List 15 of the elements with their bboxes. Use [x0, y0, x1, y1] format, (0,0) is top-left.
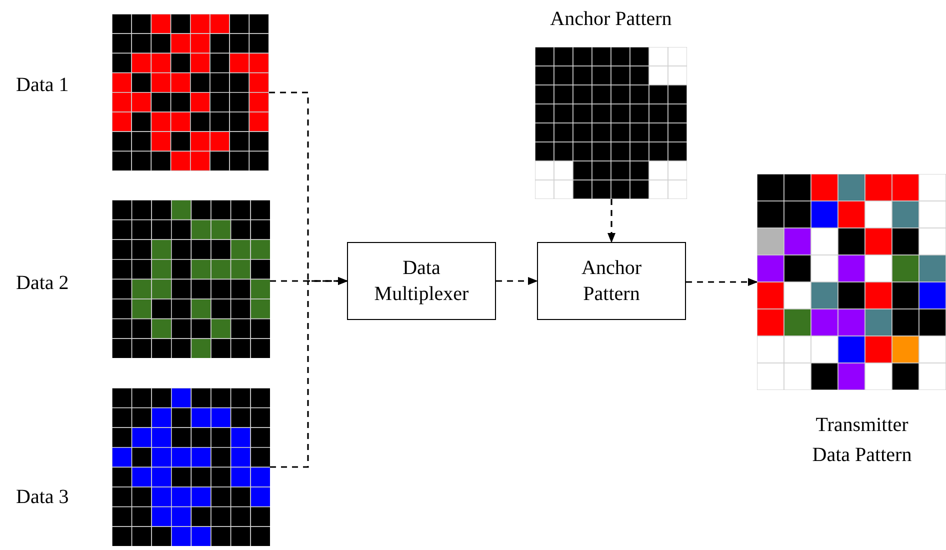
dashed-arrow — [608, 199, 616, 243]
process-box: Anchor Pattern — [537, 242, 686, 320]
pixel-grid — [112, 14, 269, 171]
data-label: Data 3 — [16, 486, 69, 509]
dashed-arrow — [496, 277, 538, 285]
data-label: Data 1 — [16, 74, 69, 97]
data-label: Data 2 — [16, 272, 69, 295]
dashed-arrow — [270, 277, 348, 468]
pixel-grid — [112, 388, 270, 546]
dashed-arrow — [686, 278, 758, 286]
grid-caption: Transmitter Data Pattern — [811, 413, 913, 468]
process-box: Data Multiplexer — [347, 242, 496, 320]
dashed-arrow — [269, 92, 348, 285]
pixel-grid — [112, 200, 270, 358]
grid-caption: Anchor Pattern — [549, 8, 673, 31]
